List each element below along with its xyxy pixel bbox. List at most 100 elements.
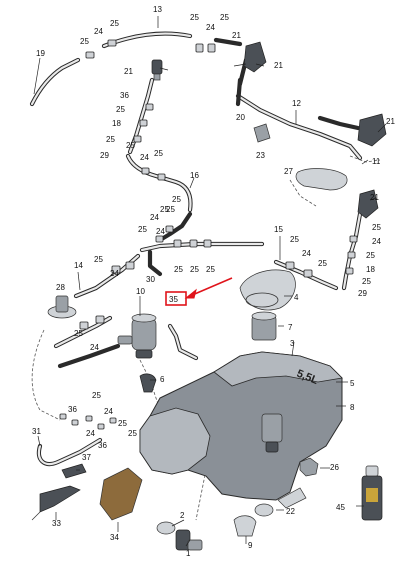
part-28-sender <box>47 295 77 319</box>
callout: 25 <box>74 329 83 338</box>
callout: 36 <box>98 441 107 450</box>
callout: 7 <box>288 323 293 332</box>
callout: 1 <box>186 549 191 558</box>
callout: 25 <box>174 265 183 274</box>
callout: 13 <box>153 5 162 14</box>
callout: 14 <box>74 261 83 270</box>
callout: 27 <box>284 167 293 176</box>
callout: 3 <box>290 339 295 348</box>
callout: 24 <box>156 227 165 236</box>
callout: 25 <box>206 265 215 274</box>
callout: 22 <box>286 507 295 516</box>
callout: 26 <box>330 463 339 472</box>
callout: 24 <box>104 407 113 416</box>
callout: 25 <box>80 37 89 46</box>
callout: 25 <box>138 225 147 234</box>
callout: 25 <box>166 205 175 214</box>
part-22-grommet <box>254 503 274 517</box>
part-number-labels: 13 25 24 25 19 25 25 24 21 21 21 36 25 1… <box>32 5 395 558</box>
part-6-grommet <box>139 373 157 393</box>
callout: 8 <box>350 403 355 412</box>
callout: 25 <box>290 235 299 244</box>
callout: 25 <box>154 149 163 158</box>
callout: 25 <box>92 391 101 400</box>
callout: 36 <box>120 91 129 100</box>
highlight-annotation <box>165 277 233 306</box>
callout: 21 <box>124 67 133 76</box>
part-45-fluid-bottle <box>361 465 383 521</box>
callout: 21 <box>274 61 283 70</box>
washer-pump-10 <box>117 313 157 359</box>
callout: 29 <box>358 289 367 298</box>
callout: 25 <box>220 13 229 22</box>
callout: 10 <box>136 287 145 296</box>
callout: 25 <box>160 205 169 214</box>
callout-highlighted: 35 <box>169 295 178 304</box>
callout: 33 <box>52 519 61 528</box>
callout: 18 <box>366 265 375 274</box>
filler-cap-assembly <box>239 269 296 366</box>
callout: 37 <box>82 453 91 462</box>
callout: 24 <box>140 153 149 162</box>
callout: 21 <box>370 193 379 202</box>
callout: 31 <box>32 427 41 436</box>
parts-1-2-level-sensor <box>156 521 203 551</box>
callout: 21 <box>232 31 241 40</box>
callout: 25 <box>366 251 375 260</box>
callout: 25 <box>126 141 135 150</box>
hose-clips <box>59 39 358 430</box>
callout: 25 <box>362 277 371 286</box>
callout: 24 <box>206 23 215 32</box>
part-27-cover <box>295 168 348 191</box>
callout: 36 <box>68 405 77 414</box>
callout: 25 <box>190 13 199 22</box>
callout: 25 <box>190 265 199 274</box>
callout: 25 <box>118 419 127 428</box>
callout: 25 <box>106 135 115 144</box>
callout: 25 <box>128 429 137 438</box>
part-37-filter <box>61 463 87 479</box>
callout: 9 <box>248 541 253 550</box>
callout: 24 <box>372 237 381 246</box>
callout: 5 <box>350 379 355 388</box>
washer-reservoir-3: 5,5L <box>139 351 343 509</box>
callout: 25 <box>372 223 381 232</box>
callout: 24 <box>150 213 159 222</box>
callout: 25 <box>110 19 119 28</box>
callout: 25 <box>318 259 327 268</box>
callout: 24 <box>110 269 119 278</box>
callout: 24 <box>302 249 311 258</box>
part-33-shield <box>39 485 81 513</box>
callout: 4 <box>294 293 299 302</box>
callout: 28 <box>56 283 65 292</box>
callout: 25 <box>172 195 181 204</box>
part-34-pad <box>99 467 143 521</box>
callout: 24 <box>86 429 95 438</box>
callout: 11 <box>372 157 381 166</box>
part-26-nut <box>299 457 319 477</box>
callout: 24 <box>90 343 99 352</box>
washer-nozzles <box>151 41 387 219</box>
callout: 29 <box>100 151 109 160</box>
callout: 30 <box>146 275 155 284</box>
part-23-bracket <box>253 123 271 143</box>
callout: 21 <box>386 117 395 126</box>
callout: 6 <box>160 375 165 384</box>
callout: 18 <box>112 119 121 128</box>
callout: 24 <box>94 27 103 36</box>
part-5-grommet <box>233 515 257 537</box>
callout: 45 <box>336 503 345 512</box>
callout: 20 <box>236 113 245 122</box>
callout: 34 <box>110 533 119 542</box>
callout: 25 <box>94 255 103 264</box>
callout: 25 <box>116 105 125 114</box>
part-33-lead <box>31 511 41 521</box>
leader-lines <box>33 16 387 547</box>
callout: 15 <box>274 225 283 234</box>
callout: 23 <box>256 151 265 160</box>
callout: 16 <box>190 171 199 180</box>
callout: 2 <box>180 511 185 520</box>
callout: 12 <box>292 99 301 108</box>
callout: 19 <box>36 49 45 58</box>
